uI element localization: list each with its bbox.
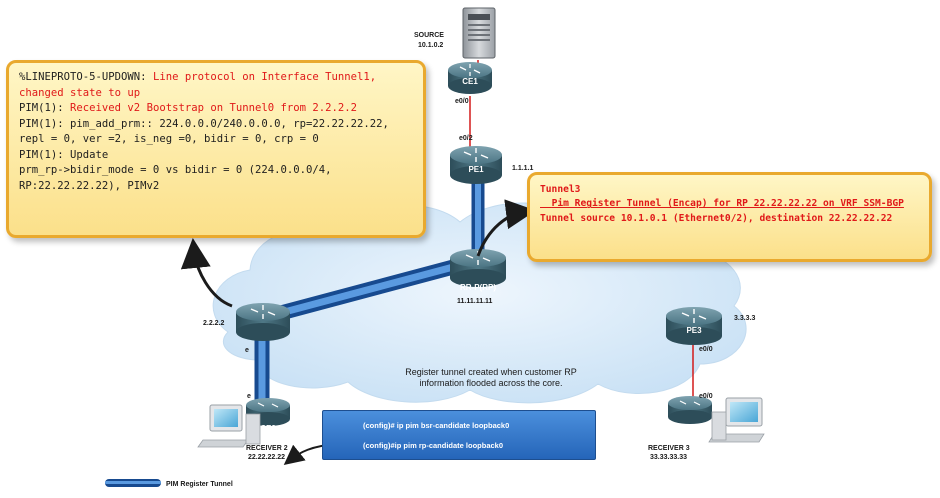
console-line: %LINEPROTO-5-UPDOWN: Line protocol on In… — [19, 70, 413, 101]
pe3-interface-label: e0/0 — [699, 346, 713, 353]
console-line: prm_rp->bidir_mode = 0 vs bidir = 0 (224… — [19, 163, 413, 194]
console-highlight-text: Line protocol on Interface Tunnel1, chan… — [19, 71, 383, 99]
router-ce3-label: CE3 — [682, 425, 698, 434]
tunnel-info-line3: Tunnel source 10.1.0.1 (Ethernet0/2), de… — [540, 212, 893, 224]
router-ce3-icon — [668, 396, 712, 424]
console-text: %LINEPROTO-5-UPDOWN: — [19, 71, 153, 83]
legend-label: PIM Register Tunnel — [166, 481, 233, 488]
receiver3-label: RECEIVER 3 — [648, 445, 690, 452]
router-ce2-label: CE2 — [260, 424, 276, 433]
receiver3-ip: 33.33.33.33 — [650, 454, 687, 461]
pe3-ip: 3.3.3.3 — [734, 315, 756, 322]
console-line: PIM(1): Update — [19, 148, 413, 164]
source-server-icon — [462, 7, 496, 59]
pe1-ip: 1.1.1.1 — [512, 165, 534, 172]
tunnel-info-line1: Tunnel3 — [540, 184, 581, 195]
router-ce1-label: CE1 — [462, 77, 478, 86]
pe2-interface-label: e — [245, 347, 249, 354]
core-note-line1: Register tunnel created when customer RP — [405, 367, 577, 377]
arrow-to-tunnel-callout — [476, 199, 536, 257]
tunnel-info-line2: Pim Register Tunnel (Encap) for RP 22.22… — [540, 198, 904, 210]
source-ip: 10.1.0.2 — [418, 42, 443, 49]
console-highlight-text: Received v2 Bootstrap on Tunnel0 from 2.… — [70, 102, 358, 114]
command-bsr-candidate: (config)# ip pim bsr-candidate loopback0 — [363, 421, 510, 430]
console-text: PIM(1): — [19, 102, 71, 114]
console-line: PIM(1): pim_add_prm:: 224.0.0.0/240.0.0.… — [19, 117, 413, 148]
router-rr-label: RR-P(RP) — [460, 283, 496, 292]
source-label: SOURCE — [414, 32, 444, 39]
console-text: PIM(1): Update — [19, 148, 109, 161]
router-ce1-icon — [448, 62, 492, 94]
console-output-callout: %LINEPROTO-5-UPDOWN: Line protocol on In… — [6, 60, 426, 238]
ce2-interface-label: e — [247, 393, 251, 400]
ce1-interface-label: e0/0 — [455, 98, 469, 105]
receiver3-computer-icon — [708, 397, 765, 443]
command-rp-candidate: (config)#ip pim rp-candidate loopback0 — [363, 441, 504, 450]
core-note-line2: information flooded across the core. — [419, 378, 562, 388]
receiver2-computer-icon — [197, 404, 261, 448]
router-pe3-label: PE3 — [686, 326, 702, 335]
legend-tunnel-swatch — [105, 479, 161, 487]
tunnel-info-callout: Tunnel3 Pim Register Tunnel (Encap) for … — [527, 172, 932, 262]
router-pe3-icon — [666, 307, 722, 345]
receiver2-label: RECEIVER 2 — [246, 445, 288, 452]
arrow-to-console-callout — [180, 238, 233, 308]
router-pe1-icon — [450, 146, 502, 184]
console-text: prm_rp->bidir_mode = 0 vs bidir = 0 (224… — [19, 164, 338, 192]
pe2-ip: 2.2.2.2 — [203, 320, 225, 327]
receiver2-ip: 22.22.22.22 — [248, 454, 285, 461]
router-rr-icon — [450, 249, 506, 287]
console-text: PIM(1): pim_add_prm:: 224.0.0.0/240.0.0.… — [19, 117, 396, 146]
rr-ip: 11.11.11.11 — [457, 298, 493, 305]
config-command-box: (config)# ip pim bsr-candidate loopback0… — [322, 410, 596, 460]
ce3-interface-label: e0/0 — [699, 393, 713, 400]
console-line: PIM(1): Received v2 Bootstrap on Tunnel0… — [19, 101, 413, 117]
pe1-interface-label: e0/2 — [459, 135, 473, 142]
router-pe2-icon — [236, 303, 290, 341]
router-pe1-label: PE1 — [468, 165, 484, 174]
